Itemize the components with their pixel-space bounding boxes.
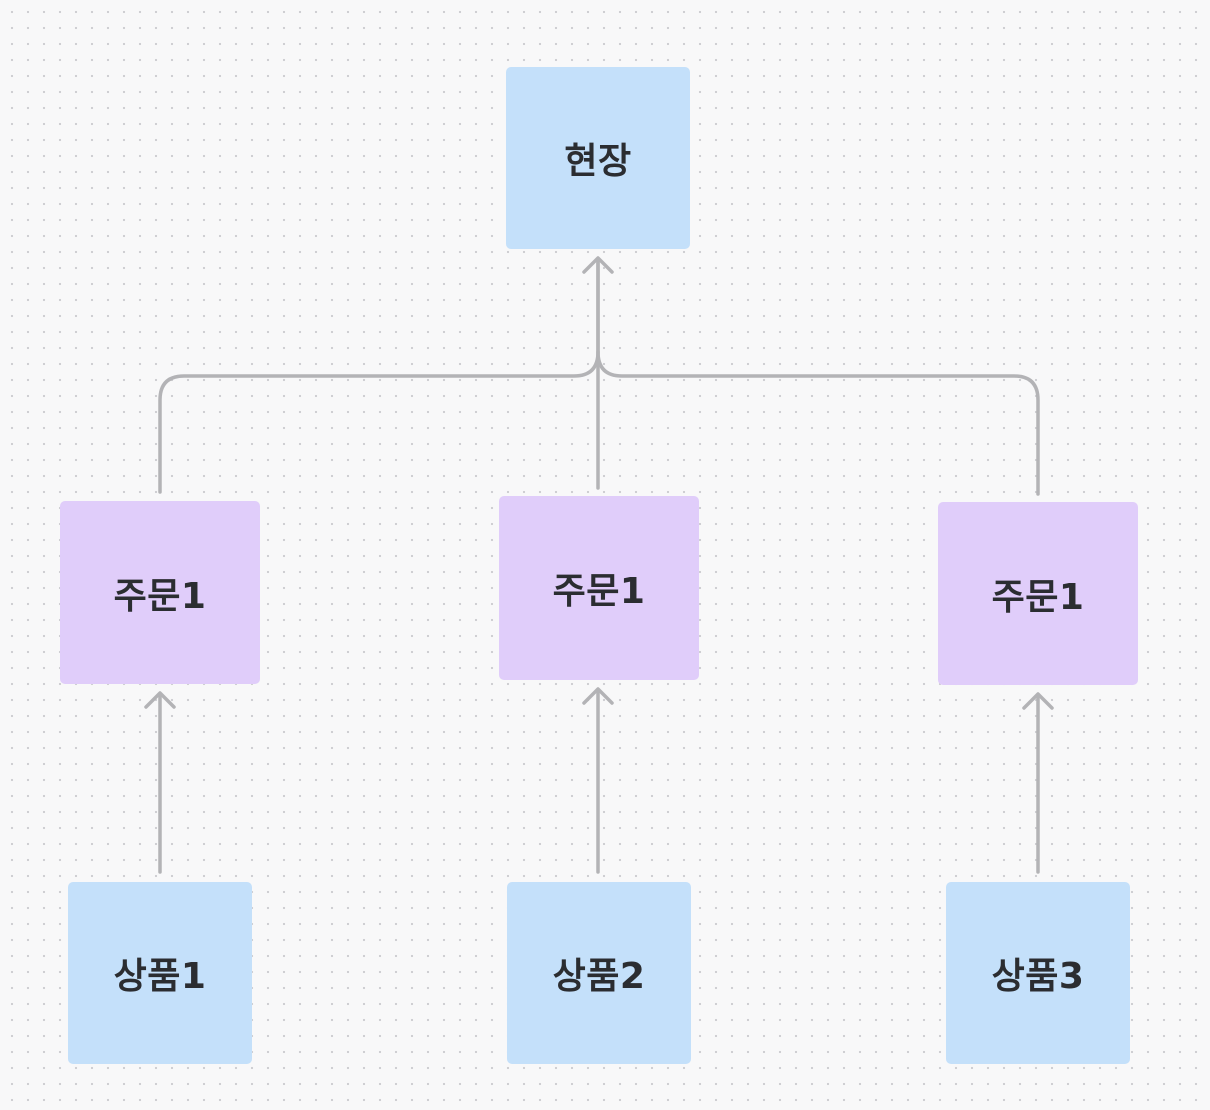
node-root[interactable]: 현장 <box>506 67 690 249</box>
node-order-3-label: 주문1 <box>991 576 1085 618</box>
node-product-3[interactable]: 상품3 <box>946 882 1130 1064</box>
node-product-1-label: 상품1 <box>113 956 207 997</box>
node-product-2-label: 상품2 <box>552 956 646 997</box>
node-root-label: 현장 <box>564 141 632 182</box>
node-product-2[interactable]: 상품2 <box>507 882 691 1064</box>
node-order-3[interactable]: 주문1 <box>938 502 1138 685</box>
node-product-3-label: 상품3 <box>991 956 1085 997</box>
connector-order3-to-root <box>596 350 1040 496</box>
node-order-2[interactable]: 주문1 <box>499 496 699 680</box>
arrowhead-order3 <box>1022 692 1054 710</box>
arrowhead-order1 <box>144 691 176 709</box>
arrowhead-root <box>582 256 614 274</box>
arrowhead-order2 <box>582 687 614 705</box>
node-product-1[interactable]: 상품1 <box>68 882 252 1064</box>
node-order-2-label: 주문1 <box>552 571 646 612</box>
node-order-1[interactable]: 주문1 <box>60 501 260 684</box>
connector-order1-to-root <box>158 260 600 494</box>
node-order-1-label: 주문1 <box>113 575 207 617</box>
